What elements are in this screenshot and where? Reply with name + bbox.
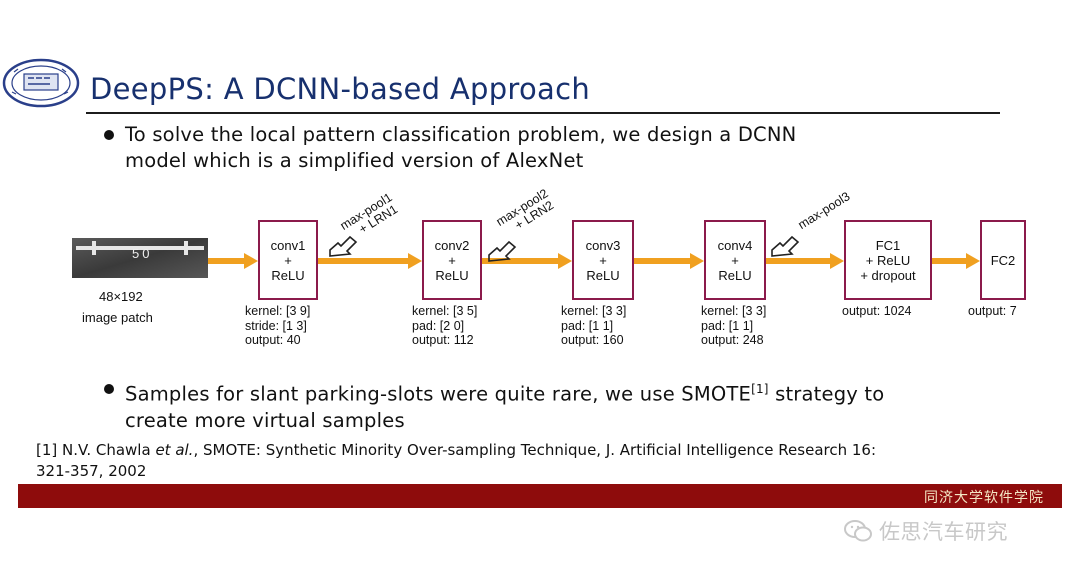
bullet-1-line-2: model which is a simplified version of A… [125, 149, 584, 172]
layer-conv4-line-2: + [731, 252, 739, 268]
layer-box-conv2: conv2 + ReLU [422, 220, 482, 300]
layer-fc2-line-1: FC2 [990, 252, 1016, 268]
layer-box-conv4: conv4 + ReLU [704, 220, 766, 300]
layer-fc1-line-1: FC1 [875, 237, 901, 253]
input-image-patch: 50 [72, 238, 208, 278]
fc2-output: output: 7 [968, 304, 1017, 318]
conv3-pad: pad: [1 1] [561, 318, 614, 333]
conv4-kernel: kernel: [3 3] [701, 304, 767, 318]
layer-meta-conv3: kernel: [3 3] pad: [1 1] output: 160 [561, 304, 626, 348]
layer-meta-conv4: kernel: [3 3] pad: [1 1] output: 248 [701, 304, 766, 348]
conv3-kernel: kernel: [3 3] [561, 304, 627, 318]
layer-meta-conv2: kernel: [3 5] pad: [2 0] output: 112 [412, 304, 477, 348]
layer-conv4-line-1: conv4 [717, 237, 753, 253]
conv2-kernel: kernel: [3 5] [412, 304, 478, 318]
layer-fc1-line-3: + dropout [860, 267, 916, 283]
conv1-stride: stride: [1 3] [245, 318, 307, 333]
layer-box-fc1: FC1 + ReLU + dropout [844, 220, 932, 300]
layer-conv3-line-2: + [599, 252, 607, 268]
footnote-rest: , SMOTE: Synthetic Minority Over-samplin… [193, 441, 877, 459]
layer-box-conv3: conv3 + ReLU [572, 220, 634, 300]
patch-number: 50 [132, 246, 153, 261]
citation-superscript: [1] [751, 382, 769, 396]
layer-conv2-line-3: ReLU [435, 267, 469, 283]
footnote-ref: [1] N.V. Chawla [36, 441, 156, 459]
layer-fc1-line-2: + ReLU [865, 252, 911, 268]
layer-meta-fc1: output: 1024 [842, 304, 912, 319]
watermark: 佐思汽车研究 [843, 513, 1053, 549]
layer-conv1-line-1: conv1 [270, 237, 306, 253]
footnote-line-2: 321-357, 2002 [36, 462, 147, 480]
patch-size-label: 48×192 [99, 289, 143, 304]
bullet-2-text-post: strategy to [768, 382, 885, 406]
layer-conv1-line-3: ReLU [271, 267, 305, 283]
university-seal-icon [2, 58, 80, 108]
layer-conv2-line-1: conv2 [434, 237, 470, 253]
fc1-output: output: 1024 [842, 304, 912, 318]
bullet-dot [104, 130, 114, 140]
layer-meta-fc2: output: 7 [968, 304, 1017, 319]
slide-title: DeepPS: A DCNN-based Approach [90, 72, 591, 106]
footer-band [18, 484, 1062, 508]
bullet-2-text-pre: Samples for slant parking-slots were qui… [125, 382, 752, 406]
bullet-2-line-1: Samples for slant parking-slots were qui… [125, 376, 884, 408]
bullet-text-2: Samples for slant parking-slots were qui… [125, 376, 884, 434]
bullet-text-1: To solve the local pattern classificatio… [125, 122, 796, 174]
bullet-dot [104, 384, 114, 394]
layer-box-conv1: conv1 + ReLU [258, 220, 318, 300]
bullet-1-line-1: To solve the local pattern classificatio… [125, 123, 797, 146]
patch-caption: image patch [82, 310, 153, 325]
footnote-etal: et al. [155, 441, 194, 459]
wechat-icon [844, 520, 872, 542]
layer-conv1-line-2: + [284, 252, 292, 268]
conv2-pad: pad: [2 0] [412, 318, 465, 333]
conv1-kernel: kernel: [3 9] [245, 304, 311, 318]
conv1-output: output: 40 [245, 333, 301, 347]
conv3-output: output: 160 [561, 333, 624, 347]
layer-conv2-line-2: + [448, 252, 456, 268]
layer-conv3-line-1: conv3 [585, 237, 621, 253]
conv4-output: output: 248 [701, 333, 764, 347]
footnote-line-1: [1] N.V. Chawla et al., SMOTE: Synthetic… [36, 440, 876, 461]
layer-conv4-line-3: ReLU [718, 267, 752, 283]
conv4-pad: pad: [1 1] [701, 318, 754, 333]
layer-meta-conv1: kernel: [3 9] stride: [1 3] output: 40 [245, 304, 310, 348]
watermark-text: 佐思汽车研究 [879, 520, 1008, 544]
title-divider [86, 112, 1000, 114]
footer-band-text: 同济大学软件学院 [924, 490, 1044, 506]
layer-box-fc2: FC2 [980, 220, 1026, 300]
conv2-output: output: 112 [412, 333, 474, 347]
bullet-2-line-2: create more virtual samples [125, 408, 405, 432]
layer-conv3-line-3: ReLU [586, 267, 620, 283]
footnote: [1] N.V. Chawla et al., SMOTE: Synthetic… [36, 440, 876, 482]
